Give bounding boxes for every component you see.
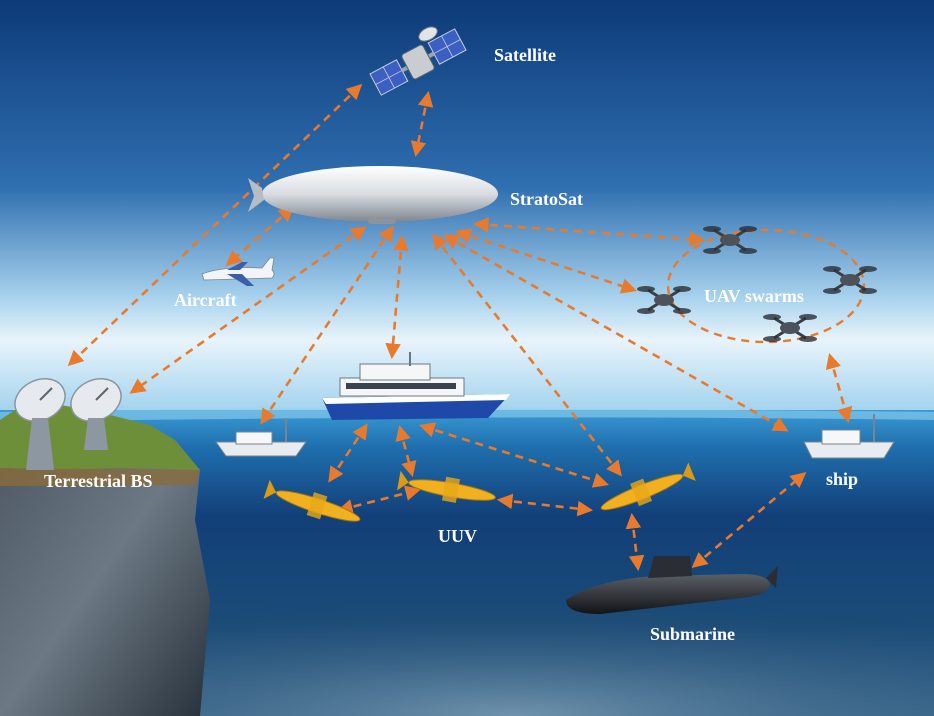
uuv-right-icon — [600, 462, 696, 511]
uuv-center-icon — [397, 470, 496, 503]
drone-layer — [637, 226, 877, 342]
link-satellite-terrestrial-bs — [67, 83, 363, 367]
link-yacht-uuv-center — [395, 424, 417, 478]
terrestrial-bs-label: Terrestrial BS — [44, 471, 153, 491]
link-stratosat-surface-vessel-left — [260, 225, 394, 425]
link-yacht-uuv-right — [419, 422, 609, 488]
drone-icon — [637, 286, 691, 314]
uuv-label: UUV — [438, 526, 477, 546]
link-stratosat-ship — [443, 234, 789, 432]
drone-icon — [763, 314, 817, 342]
submarine-icon — [566, 556, 778, 614]
uav-swarms-group — [666, 228, 866, 344]
drone-icon — [823, 266, 877, 294]
uav-swarm-boundary — [666, 228, 866, 344]
stratosat-icon — [248, 166, 498, 224]
submarine-label: Submarine — [650, 624, 735, 644]
link-uuv-right-submarine — [625, 512, 645, 572]
stratosat-label: StratoSat — [510, 189, 583, 209]
satellite-icon — [369, 26, 467, 96]
link-uav-swarms-ship — [825, 352, 853, 424]
aircraft-label: Aircraft — [174, 290, 237, 310]
link-layer — [67, 83, 853, 572]
link-submarine-ship — [691, 471, 807, 569]
link-satellite-stratosat — [410, 90, 434, 158]
uav-swarms-label: UAV swarms — [704, 286, 804, 306]
link-yacht-uuv-left — [328, 423, 368, 483]
ship-icon — [803, 414, 895, 459]
drone-icon — [703, 226, 757, 254]
surface-vessel-left-icon — [215, 418, 307, 457]
aircraft-icon — [201, 257, 275, 286]
yacht-icon — [322, 352, 510, 420]
satellite-label: Satellite — [494, 45, 556, 65]
terrestrial-bs-icon — [14, 378, 122, 470]
uuv-left-icon — [263, 479, 361, 522]
link-uuv-center-uuv-right — [496, 493, 594, 517]
link-stratosat-yacht — [385, 234, 409, 360]
ship-label: ship — [826, 469, 858, 489]
